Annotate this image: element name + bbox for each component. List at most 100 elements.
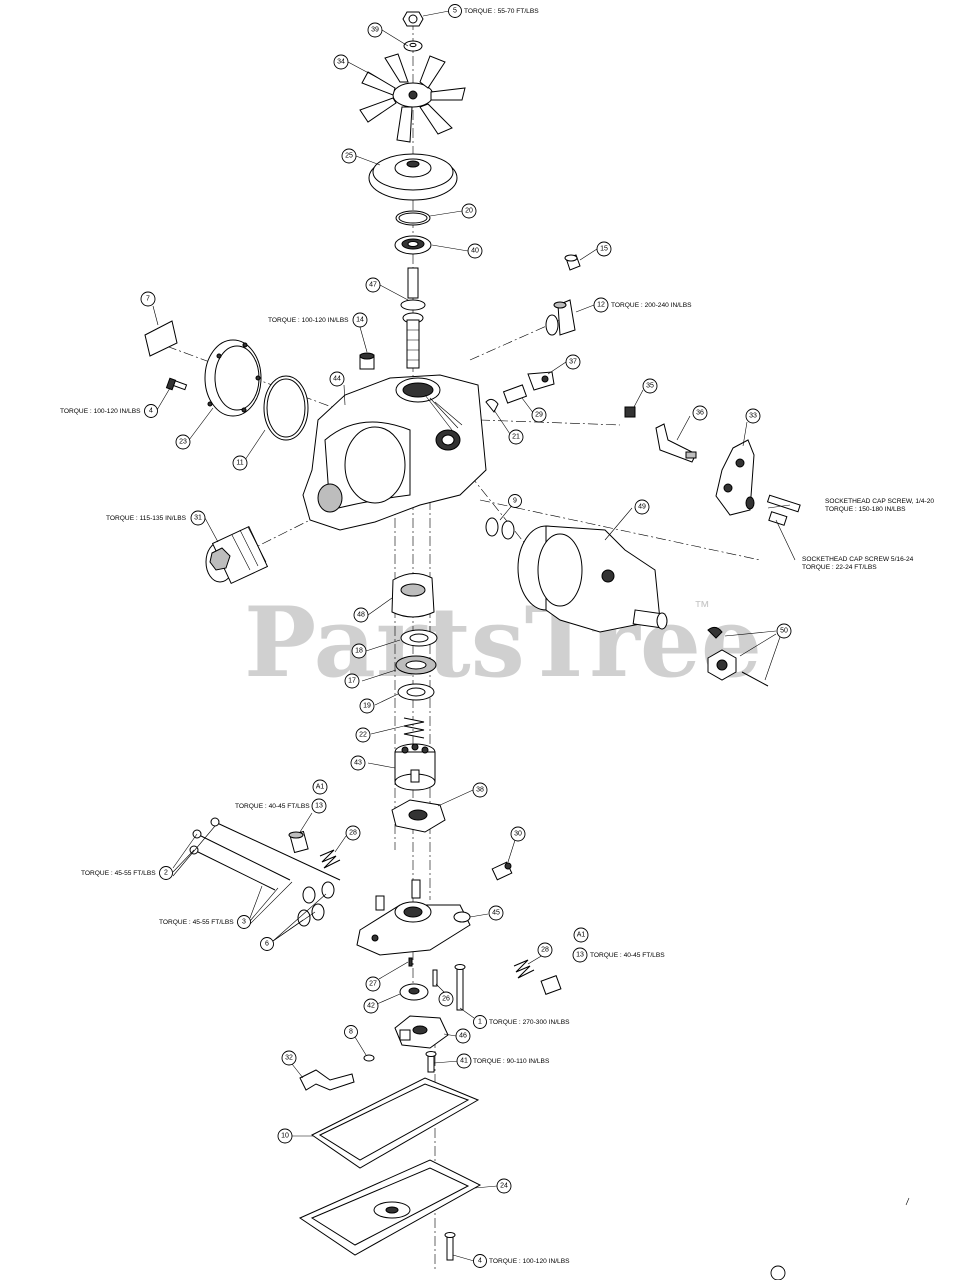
tube-part-32 (299, 1069, 355, 1091)
thrust-washer-part-18 (400, 629, 438, 647)
callout-4-top: 4 (144, 404, 158, 418)
svg-text:31: 31 (194, 515, 202, 522)
swashplate-part-48 (391, 573, 435, 618)
svg-text:A1: A1 (316, 784, 325, 791)
svg-text:39: 39 (371, 27, 379, 34)
callout-33: 33 (745, 408, 761, 424)
callout-13-lower: 13 (572, 947, 588, 963)
callout-43: 43 (350, 755, 366, 771)
screw-label-5-16-24: SOCKETHEAD CAP SCREW 5/16-24 (802, 556, 914, 563)
torque-label-part-14: TORQUE : 100-120 IN/LBS (268, 317, 349, 324)
svg-text:38: 38 (476, 787, 484, 794)
thrust-bearing-part-17 (395, 655, 437, 675)
svg-text:24: 24 (500, 1183, 508, 1190)
svg-text:19: 19 (363, 703, 371, 710)
svg-text:28: 28 (541, 947, 549, 954)
tick-mark (905, 1197, 910, 1206)
washers-part-6 (297, 881, 335, 927)
torque-label-part-2: TORQUE : 45-55 FT/LBS (81, 870, 156, 877)
fitting-part-15 (564, 254, 581, 271)
svg-text:2: 2 (164, 870, 168, 877)
callout-8: 8 (344, 1025, 358, 1039)
nut-part-5 (402, 11, 424, 27)
svg-text:28: 28 (349, 830, 357, 837)
spring-part-28a (319, 849, 341, 869)
screw-torque-label-5-16-24: TORQUE : 22-24 FT/LBS (802, 564, 877, 571)
callout-47: 47 (365, 277, 381, 293)
filter-part-31 (205, 525, 269, 585)
torque-label-part-41: TORQUE : 90-110 IN/LBS (473, 1058, 550, 1065)
plug-part-13b (540, 975, 562, 995)
torque-label-part-1: TORQUE : 270-300 IN/LBS (489, 1019, 570, 1026)
fitting-part-29 (502, 384, 528, 404)
svg-text:33: 33 (749, 413, 757, 420)
long-bolts-part-2 (189, 817, 341, 891)
key-part-35 (624, 406, 636, 418)
shaft-part-47 (400, 267, 426, 369)
bolt-part-4a (165, 377, 188, 391)
callout-35: 35 (642, 378, 658, 394)
svg-text:7: 7 (146, 296, 150, 303)
svg-text:A1: A1 (577, 932, 586, 939)
callout-49: 49 (634, 499, 650, 515)
watermark: PartsTree (244, 586, 762, 699)
callout-20: 20 (461, 203, 477, 219)
callout-29: 29 (531, 407, 547, 423)
svg-text:8: 8 (349, 1029, 353, 1036)
screw-parts-33-group (766, 494, 801, 526)
svg-text:3: 3 (242, 919, 246, 926)
callout-32: 32 (281, 1050, 297, 1066)
svg-text:48: 48 (357, 612, 365, 619)
plug-part-14 (359, 352, 375, 370)
callout-37: 37 (565, 354, 581, 370)
svg-text:45: 45 (492, 910, 500, 917)
torque-label-part-13-upper: TORQUE : 40-45 FT/LBS (235, 803, 310, 810)
callout-31: 31 (190, 510, 206, 526)
svg-text:50: 50 (780, 628, 788, 635)
svg-text:32: 32 (285, 1055, 293, 1062)
svg-text:47: 47 (369, 282, 377, 289)
oring-part-8 (363, 1054, 375, 1062)
callout-50: 50 (776, 623, 792, 639)
svg-text:18: 18 (355, 648, 363, 655)
watermark-trademark: ™ (694, 599, 710, 616)
callout-40: 40 (467, 243, 483, 259)
torque-label-part-3: TORQUE : 45-55 FT/LBS (159, 919, 234, 926)
leader-lines (152, 10, 796, 1262)
callout-9: 9 (508, 494, 522, 508)
cover-plate-part-23 (204, 339, 262, 417)
svg-text:23: 23 (179, 439, 187, 446)
svg-text:35: 35 (646, 383, 654, 390)
svg-text:1: 1 (478, 1019, 482, 1026)
washer-part-39 (403, 40, 423, 52)
torque-label-part-4-top: TORQUE : 100-120 IN/LBS (60, 408, 141, 415)
plug-part-13a (288, 830, 309, 854)
svg-text:15: 15 (600, 246, 608, 253)
bolt-part-1 (454, 964, 466, 1011)
svg-text:14: 14 (356, 317, 364, 324)
svg-text:4: 4 (478, 1258, 482, 1265)
callout-24: 24 (496, 1178, 512, 1194)
svg-text:25: 25 (345, 153, 353, 160)
callout-11: 11 (232, 455, 248, 471)
callout-12: 12 (593, 297, 609, 313)
gasket-part-10 (311, 1077, 480, 1169)
callout-5: 5 (448, 4, 462, 18)
svg-text:17: 17 (348, 678, 356, 685)
orings-part-9 (485, 517, 515, 540)
svg-text:40: 40 (471, 248, 479, 255)
decal-part-7 (144, 320, 178, 357)
svg-text:10: 10 (281, 1133, 289, 1140)
svg-text:22: 22 (359, 732, 367, 739)
control-arm-part-33 (715, 439, 755, 516)
torque-label-part-12: TORQUE : 200-240 IN/LBS (611, 302, 692, 309)
spring-part-28b (513, 959, 535, 979)
svg-text:11: 11 (236, 460, 243, 467)
callout-19: 19 (359, 698, 375, 714)
callout-44: 44 (329, 371, 345, 387)
callout-28-upper: 28 (345, 825, 361, 841)
callout-30: 30 (510, 826, 526, 842)
svg-text:26: 26 (442, 996, 450, 1003)
callout-3: 3 (237, 915, 251, 929)
fan-part-34 (359, 53, 466, 143)
